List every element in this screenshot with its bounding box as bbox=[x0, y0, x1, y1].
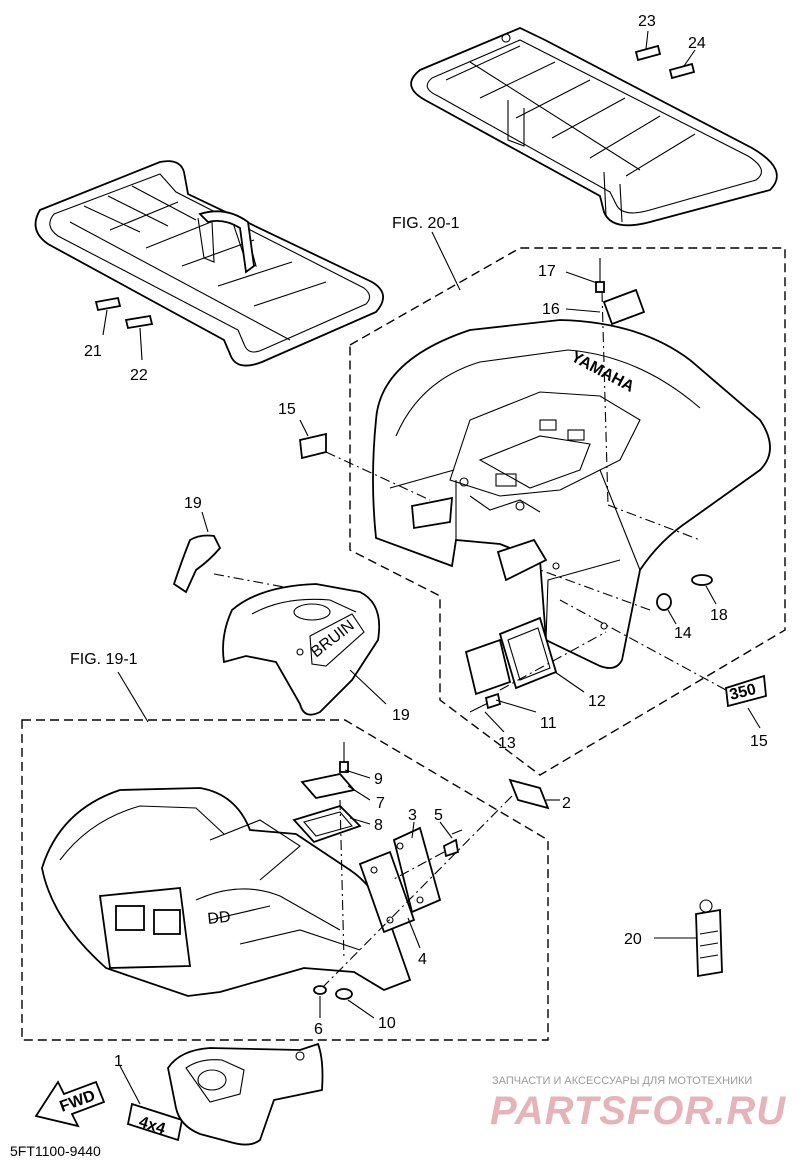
sticker-24 bbox=[668, 62, 696, 80]
lamp-plate-7 bbox=[300, 773, 356, 799]
tag-20 bbox=[695, 899, 723, 978]
callout-13: 13 bbox=[498, 735, 516, 752]
rear-carrier bbox=[410, 27, 778, 227]
callout-7: 7 bbox=[376, 795, 385, 812]
svg-text:350: 350 bbox=[728, 681, 758, 704]
sticker-23 bbox=[634, 44, 662, 62]
front-lower-cover bbox=[167, 1042, 324, 1146]
watermark-brand: PARTSFOR.RU bbox=[490, 1089, 786, 1133]
grommet-18 bbox=[691, 574, 713, 586]
callout-8: 8 bbox=[374, 817, 383, 834]
fig-ref-20-1: FIG. 20-1 bbox=[392, 215, 460, 232]
callout-23: 23 bbox=[638, 13, 656, 30]
lamp-gasket-8 bbox=[292, 804, 362, 844]
bracket-3 bbox=[392, 826, 442, 914]
fwd-arrow-icon: FWD bbox=[34, 1080, 106, 1128]
lamp-gasket-12 bbox=[498, 616, 558, 690]
drawing-code: 5FT1100-9440 bbox=[10, 1143, 101, 1159]
sticker-2 bbox=[508, 778, 550, 810]
svg-text:DD: DD bbox=[207, 909, 232, 928]
callout-16: 16 bbox=[542, 301, 560, 318]
callout-18: 18 bbox=[710, 607, 728, 624]
front-carrier bbox=[34, 160, 384, 367]
callout-15-right: 15 bbox=[750, 733, 768, 750]
rear-fender: YAMAHA bbox=[372, 319, 771, 669]
callout-11: 11 bbox=[540, 715, 557, 732]
sticker-22 bbox=[124, 314, 154, 330]
washer-10 bbox=[335, 988, 353, 1000]
sticker-21 bbox=[94, 296, 122, 312]
callout-12: 12 bbox=[588, 693, 606, 710]
sticker-15-left bbox=[299, 432, 327, 460]
callout-4: 4 bbox=[418, 951, 427, 968]
callout-22: 22 bbox=[130, 367, 148, 384]
callout-24: 24 bbox=[688, 35, 706, 52]
callout-21: 21 bbox=[84, 343, 102, 360]
callout-20: 20 bbox=[624, 931, 642, 948]
callout-19-bottom: 19 bbox=[392, 707, 410, 724]
fig-ref-19-1: FIG. 19-1 bbox=[70, 651, 138, 668]
callout-6: 6 bbox=[314, 1021, 323, 1038]
callout-9: 9 bbox=[374, 771, 383, 788]
callout-10: 10 bbox=[378, 1015, 396, 1032]
fig-20-1-boundary bbox=[349, 247, 786, 776]
callout-2: 2 bbox=[562, 795, 571, 812]
grommet-6 bbox=[313, 985, 327, 995]
front-cover-19: BRUIN bbox=[222, 583, 381, 716]
sticker-19-top bbox=[172, 534, 222, 594]
plate-16 bbox=[602, 288, 646, 326]
callout-5: 5 bbox=[434, 807, 443, 824]
lamp-plate-11 bbox=[464, 638, 512, 696]
bracket-4 bbox=[358, 850, 416, 934]
callout-15-left: 15 bbox=[278, 401, 296, 418]
emblem-350: 350 bbox=[725, 674, 767, 708]
fig-19-1-boundary bbox=[21, 719, 549, 1041]
front-fender: DD bbox=[41, 787, 412, 997]
emblem-4x4: 4x4 bbox=[126, 1102, 184, 1142]
callout-1: 1 bbox=[114, 1053, 123, 1070]
callout-3: 3 bbox=[408, 807, 417, 824]
callout-19-top: 19 bbox=[184, 495, 202, 512]
callout-17: 17 bbox=[538, 263, 556, 280]
callout-14: 14 bbox=[674, 625, 692, 642]
washer-14 bbox=[656, 593, 672, 611]
watermark-caption: ЗАПЧАСТИ И АКСЕССУАРЫ ДЛЯ МОТОТЕХНИКИ bbox=[492, 1075, 752, 1087]
